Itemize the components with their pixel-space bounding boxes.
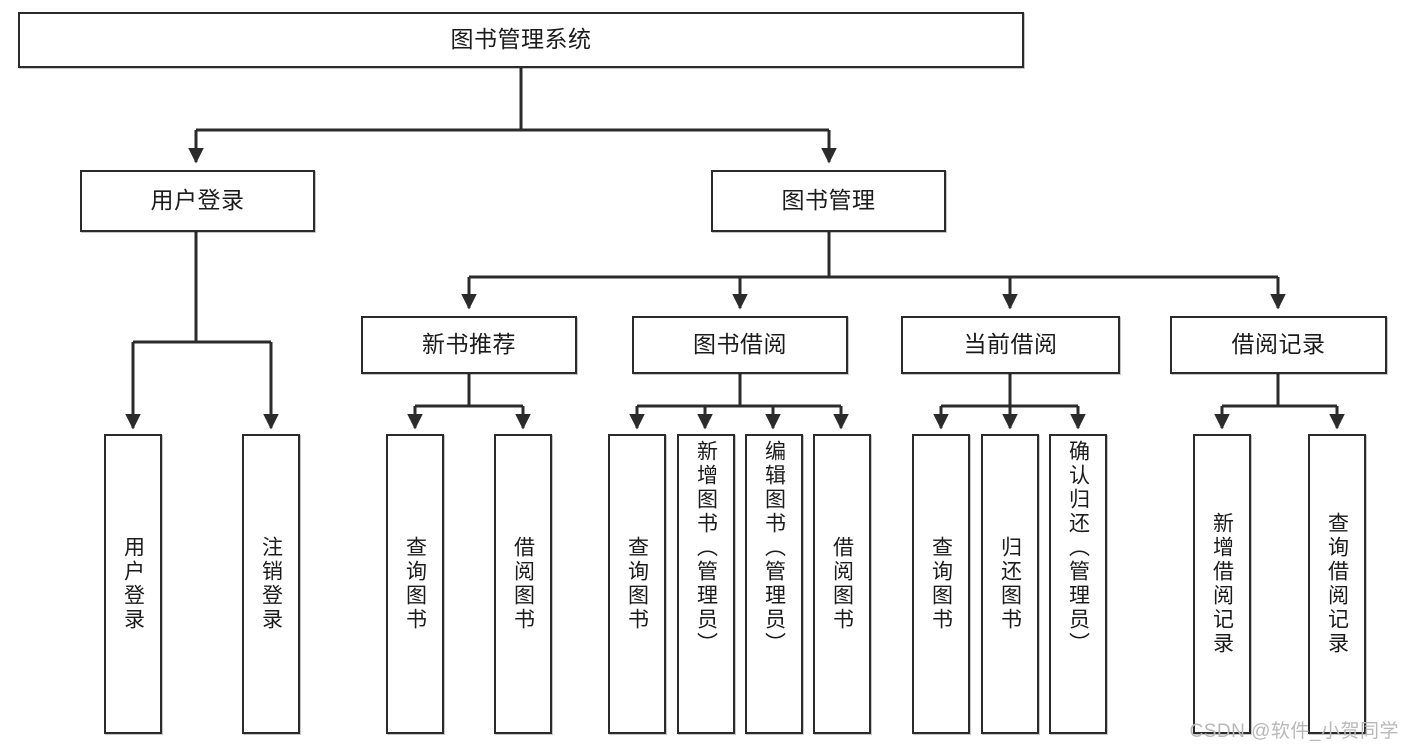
leaf-label-borrow-record-add: 新增借阅记录 bbox=[1210, 512, 1234, 656]
leaf-current-borrow-confirm[interactable]: 确认归还（管理员） bbox=[1049, 434, 1107, 734]
node-label-root: 图书管理系统 bbox=[450, 26, 592, 53]
leaf-label-book-borrow-edit: 编辑图书（管理员） bbox=[762, 440, 786, 656]
node-label-borrow-record: 借阅记录 bbox=[1231, 331, 1326, 358]
node-new-book-recommend[interactable]: 新书推荐 bbox=[361, 316, 577, 374]
leaf-label-new-book-borrow: 借阅图书 bbox=[511, 536, 535, 632]
node-label-book-borrow: 图书借阅 bbox=[693, 331, 787, 358]
leaf-new-book-query[interactable]: 查询图书 bbox=[386, 434, 444, 734]
leaf-label-current-borrow-confirm: 确认归还（管理员） bbox=[1066, 440, 1090, 656]
leaf-user-login-signout[interactable]: 注销登录 bbox=[242, 434, 300, 734]
leaf-current-borrow-return[interactable]: 归还图书 bbox=[981, 434, 1039, 734]
node-user-login[interactable]: 用户登录 bbox=[80, 170, 315, 232]
leaf-label-new-book-query: 查询图书 bbox=[403, 536, 427, 632]
node-label-book-manage: 图书管理 bbox=[781, 187, 876, 214]
node-book-manage[interactable]: 图书管理 bbox=[711, 170, 946, 232]
leaf-label-book-borrow-lend: 借阅图书 bbox=[830, 536, 854, 632]
leaf-book-borrow-lend[interactable]: 借阅图书 bbox=[813, 434, 871, 734]
leaf-book-borrow-add[interactable]: 新增图书（管理员） bbox=[677, 434, 735, 734]
leaf-label-book-borrow-add: 新增图书（管理员） bbox=[694, 440, 718, 656]
node-root-system[interactable]: 图书管理系统 bbox=[18, 12, 1024, 68]
leaf-label-user-login-signin: 用户登录 bbox=[121, 536, 145, 632]
leaf-book-borrow-edit[interactable]: 编辑图书（管理员） bbox=[745, 434, 803, 734]
node-label-current-borrow: 当前借阅 bbox=[963, 331, 1058, 358]
leaf-label-user-login-signout: 注销登录 bbox=[259, 536, 283, 632]
leaf-label-current-borrow-query: 查询图书 bbox=[929, 536, 953, 632]
leaf-borrow-record-query[interactable]: 查询借阅记录 bbox=[1308, 434, 1366, 734]
leaf-label-current-borrow-return: 归还图书 bbox=[998, 536, 1022, 632]
leaf-new-book-borrow[interactable]: 借阅图书 bbox=[494, 434, 552, 734]
node-book-borrow[interactable]: 图书借阅 bbox=[632, 316, 848, 374]
node-label-new-book-recommend: 新书推荐 bbox=[422, 331, 516, 358]
node-label-user-login: 用户登录 bbox=[150, 187, 245, 214]
node-current-borrow[interactable]: 当前借阅 bbox=[901, 316, 1120, 374]
leaf-label-borrow-record-query: 查询借阅记录 bbox=[1325, 512, 1349, 656]
leaf-book-borrow-query[interactable]: 查询图书 bbox=[608, 434, 666, 734]
leaf-current-borrow-query[interactable]: 查询图书 bbox=[912, 434, 970, 734]
leaf-borrow-record-add[interactable]: 新增借阅记录 bbox=[1193, 434, 1251, 734]
node-borrow-record[interactable]: 借阅记录 bbox=[1170, 316, 1387, 374]
leaf-user-login-signin[interactable]: 用户登录 bbox=[104, 434, 162, 734]
watermark-text: CSDN @软件_小贺同学 bbox=[1189, 721, 1399, 742]
leaf-label-book-borrow-query: 查询图书 bbox=[625, 536, 649, 632]
